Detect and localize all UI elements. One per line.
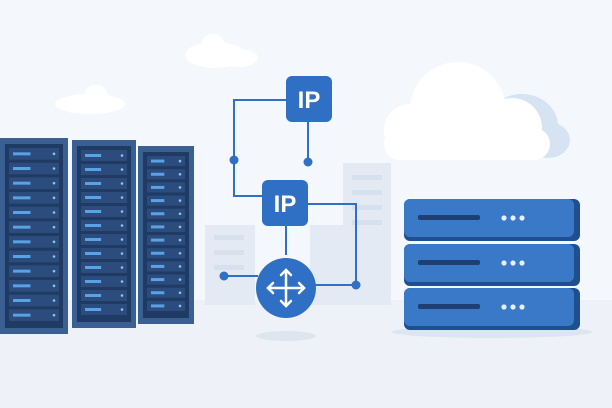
server-unit-3: [404, 288, 580, 330]
cloud-icon-small-top: [185, 34, 258, 68]
server-rack-3: [138, 146, 194, 324]
ip-badge-icon-top: IP: [286, 76, 332, 122]
ip-badge-middle-label: IP: [274, 191, 297, 218]
background-buildings: [205, 163, 391, 305]
connection-lines: [224, 99, 357, 286]
server-unit-1: [404, 199, 580, 241]
ip-badge-icon-middle: IP: [262, 180, 308, 226]
connection-nodes: [219, 155, 361, 290]
server-stack-icon: [392, 199, 592, 338]
server-rack-2: [72, 140, 136, 328]
server-rack-1: [0, 138, 68, 334]
server-rack-icon: [0, 138, 194, 334]
server-unit-2: [404, 244, 580, 286]
router-icon: [256, 258, 316, 341]
move-arrows-icon: [266, 268, 306, 308]
cloud-icon-small-left: [55, 85, 125, 114]
cloud-icon-large: [384, 62, 570, 160]
ip-badge-top-label: IP: [298, 87, 321, 114]
